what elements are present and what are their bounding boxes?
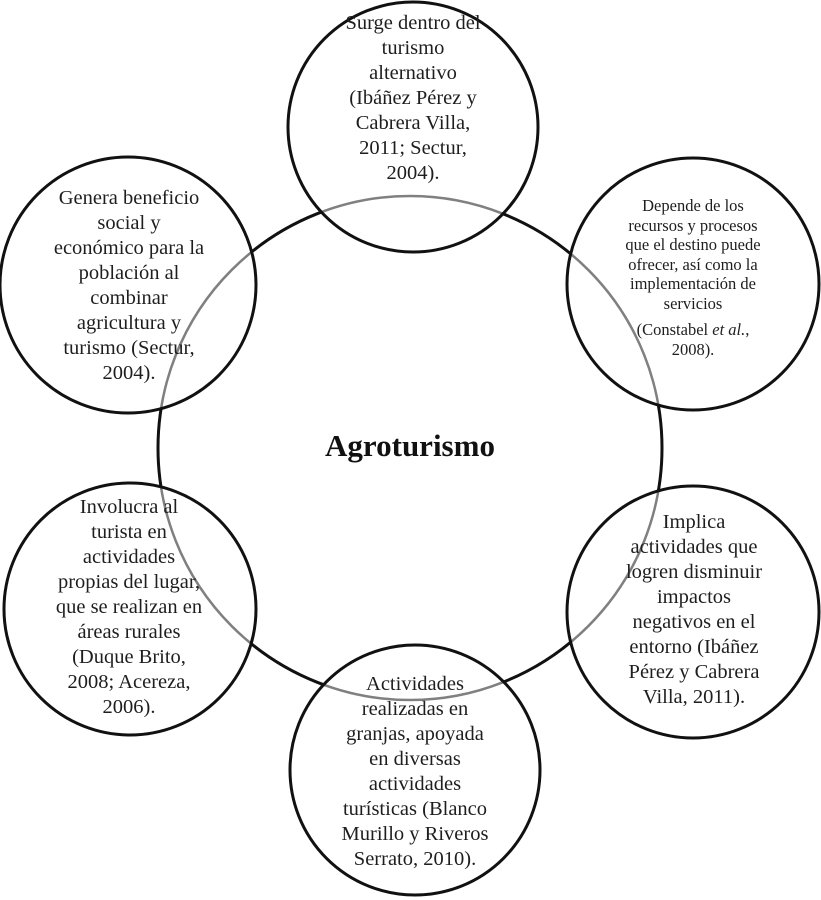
node-line: actividades [82,546,176,568]
node-line: impactos [656,586,731,608]
node-line: logren disminuir [625,561,763,583]
node-line: turismo [381,37,445,59]
node-circle-bottom-left [2,481,258,737]
node-line: servicios [663,293,723,313]
node-line: combinar [90,287,168,309]
node-circle-top-right [565,156,821,412]
node-line: recursos y procesos [628,215,758,235]
node-circle-bottom [288,643,542,897]
node-line: 2008; Acereza, [67,671,191,693]
node-line: actividades que [630,536,758,558]
node-line: alternativo [369,62,457,84]
node-line: implementación de [630,274,756,293]
node-line: turísticas (Blanco [342,798,488,820]
node-line: turismo (Sectur, [63,337,195,359]
node-text-top: Surge dentro del turismo alternativo (Ib… [313,11,513,186]
node-line: áreas rurales [77,621,181,643]
node-text-top-right: Depende de los recursos y procesos que e… [593,196,793,359]
node-line: propias del lugar, [57,571,201,593]
node-line: que se realizan en [55,596,203,618]
node-line: actividades [368,773,462,795]
node-line: 2004). [386,162,440,184]
node-line: 2008). [671,339,715,359]
node-line: social y [97,212,161,234]
node-line: granjas, apoyada [346,723,484,745]
node-text-top-left: Genera beneficio social y económico para… [29,186,229,386]
node-line: (Ibáñez Pérez y [349,87,477,109]
node-line: población al [78,262,180,284]
node-line: Implica [662,511,726,533]
node-line: turista en [91,521,167,543]
node-line: ofrecer, así como la [628,254,758,274]
node-line: agricultura y [76,312,182,334]
node-text-bottom: Actividades realizadas en granjas, apoya… [315,672,515,872]
node-text-bottom-right: Implica actividades que logren disminuir… [594,510,794,710]
node-line: Pérez y Cabrera [628,661,760,683]
node-line: Actividades [366,673,464,695]
node-line: Involucra al [79,496,179,518]
node-circle-bottom-right [565,484,821,740]
node-line: (Duque Brito, [72,646,186,668]
node-circle-top-left [0,155,258,415]
node-citation: (Constabel et al., [636,320,750,339]
node-line: en diversas [369,748,461,770]
node-line: 2011; Sectur, [359,137,467,159]
node-line: Murillo y Riveros [341,823,489,845]
node-line: Cabrera Villa, [355,112,471,134]
node-line: Surge dentro del [345,12,481,34]
node-line: realizadas en [361,698,469,720]
central-title: Agroturismo [325,428,495,463]
node-line: Depende de los [642,196,744,215]
node-line: entorno (Ibáñez [629,636,759,658]
node-line: 2004). [102,362,156,384]
node-circle-top [286,0,540,254]
node-line: Villa, 2011). [642,686,746,708]
node-line: que el destino puede [625,235,761,254]
node-line: negativos en el [632,611,756,633]
node-line: 2006). [102,696,156,718]
node-line: Genera beneficio [58,187,200,209]
node-line: Serrato, 2010). [353,848,477,870]
node-line: económico para la [53,237,205,259]
node-text-bottom-left: Involucra al turista en actividades prop… [29,495,229,720]
